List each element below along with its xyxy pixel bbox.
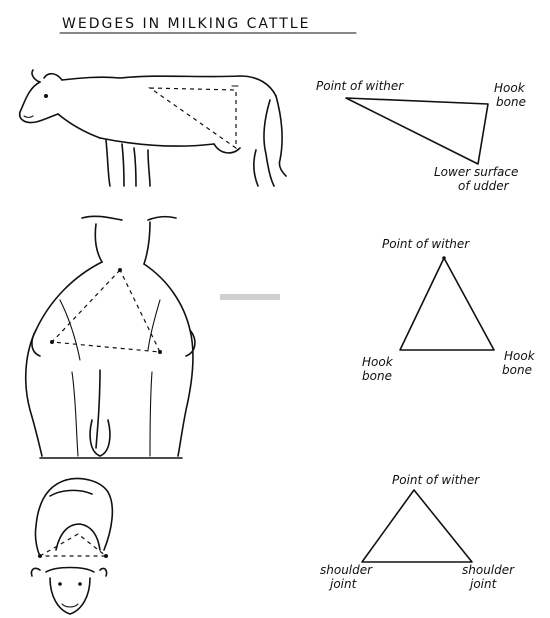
side-wedge-triangle [346, 98, 488, 164]
label-hook-bone-rear-right-2: bone [502, 363, 532, 377]
label-shoulder-joint-left-2: joint [328, 577, 358, 591]
label-shoulder-joint-right-2: joint [468, 577, 498, 591]
label-shoulder-joint-right-1: shoulder [462, 563, 515, 577]
label-point-of-wither-side: Point of wither [316, 79, 404, 93]
cow-side-view [20, 70, 286, 186]
label-point-of-wither-front: Point of wither [392, 473, 480, 487]
label-hook-bone-side-2: bone [496, 95, 526, 109]
label-hook-bone-rear-left-1: Hook [362, 355, 394, 369]
label-hook-bone-side-1: Hook [494, 81, 526, 95]
cow-front-view [31, 479, 112, 615]
label-udder-2: of udder [458, 179, 510, 193]
label-udder-1: Lower surface [434, 165, 518, 179]
label-point-of-wither-rear: Point of wither [382, 237, 470, 251]
rear-wedge-triangle [400, 256, 494, 350]
diagram-title: WEDGES IN MILKING CATTLE [62, 16, 310, 32]
label-hook-bone-rear-left-2: bone [362, 369, 392, 383]
bleed-through-mark [220, 294, 280, 300]
front-wedge-triangle [362, 490, 472, 562]
cow-rear-view [26, 216, 195, 458]
label-shoulder-joint-left-1: shoulder [320, 563, 373, 577]
label-hook-bone-rear-right-1: Hook [504, 349, 536, 363]
